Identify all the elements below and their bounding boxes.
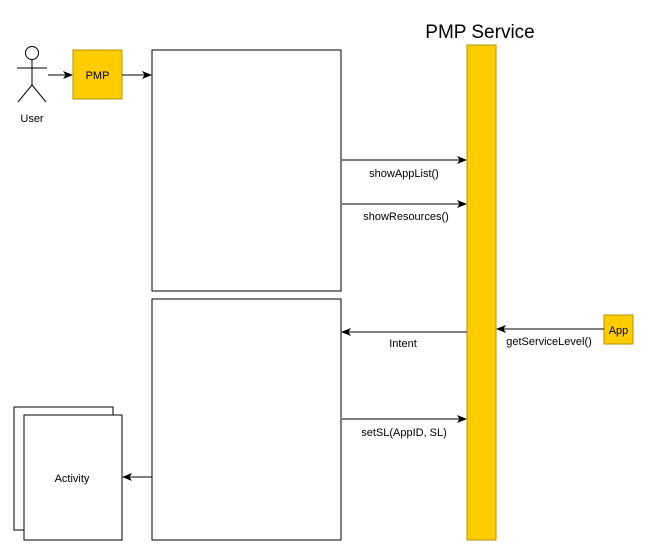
show-resources-label: showResources(): [363, 211, 449, 223]
get-service-level-label: getServiceLevel(): [506, 336, 592, 348]
pmp-service-lifeline: [466, 44, 497, 541]
pmp-box: [72, 49, 123, 100]
activity-front-page: [23, 414, 123, 541]
diagram-title: PMP Service: [425, 22, 534, 43]
intent-label: Intent: [389, 338, 417, 350]
user-actor-icon: [17, 46, 47, 103]
activity-label: Activity: [55, 473, 90, 485]
user-actor-label: User: [20, 113, 44, 125]
pmp-box-label: PMP: [86, 70, 110, 82]
app-box: [603, 314, 634, 345]
app-box-label: App: [609, 325, 629, 337]
lower-activity-box: [151, 298, 342, 541]
set-sl-label: setSL(AppID, SL): [361, 427, 447, 439]
upper-activity-box: [151, 49, 342, 292]
show-app-list-label: showAppList(): [369, 168, 439, 180]
